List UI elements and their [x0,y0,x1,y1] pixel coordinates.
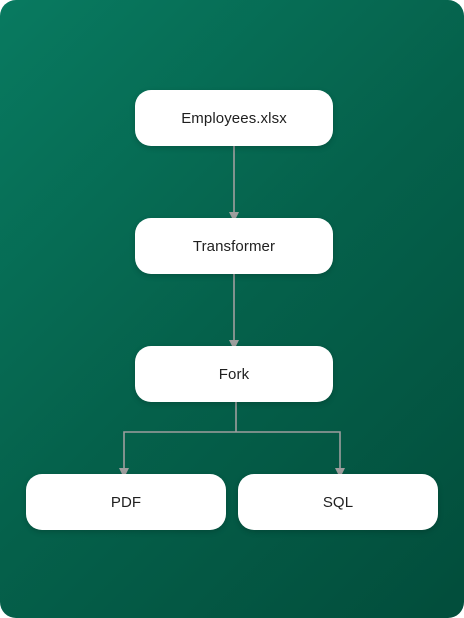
node-label: PDF [110,493,142,511]
node-label: Fork [218,365,250,383]
node-label: Employees.xlsx [181,109,287,127]
node-employees-xlsx[interactable]: Employees.xlsx [135,90,333,146]
node-label: Transformer [192,237,276,255]
edge-fork-to-pdf [119,431,236,478]
edge-fork-to-sql [236,431,345,478]
node-transformer[interactable]: Transformer [135,218,333,274]
node-label: SQL [322,493,354,511]
node-fork[interactable]: Fork [135,346,333,402]
node-pdf[interactable]: PDF [26,474,226,530]
node-sql[interactable]: SQL [238,474,438,530]
